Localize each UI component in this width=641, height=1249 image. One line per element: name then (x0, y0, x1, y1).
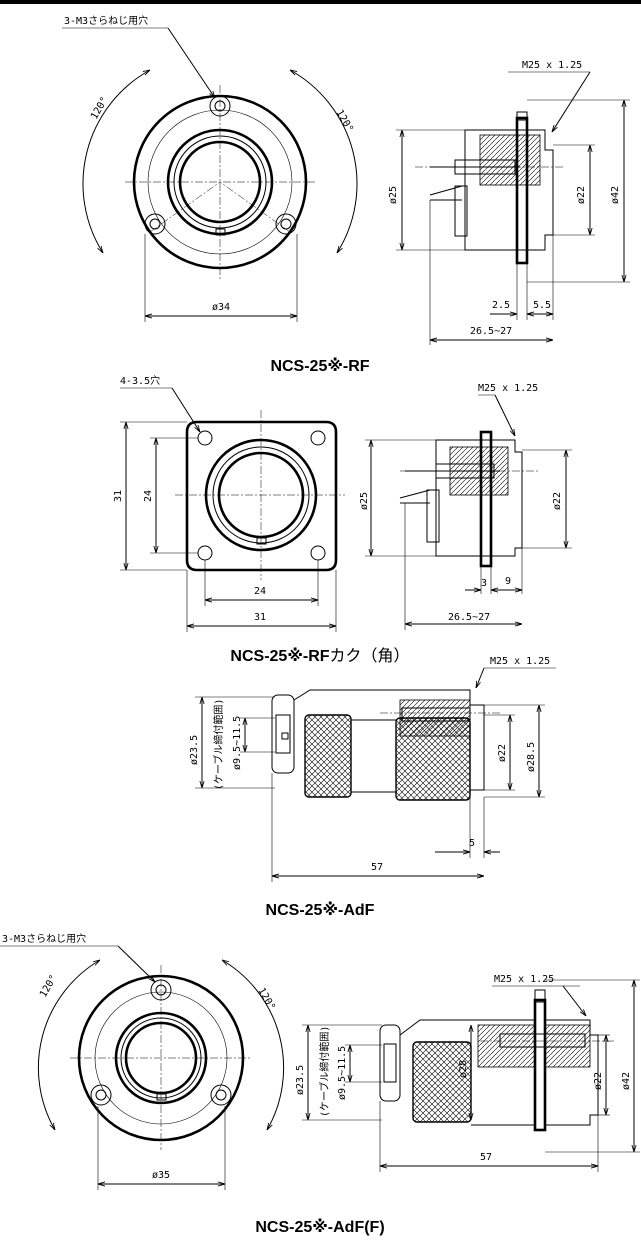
rfsq-outer-h: 31 (254, 612, 266, 623)
rfsq-pitch-h: 24 (254, 586, 266, 597)
diagram-rf-square: 4-3.5穴 31 24 24 31 (113, 374, 572, 665)
adff-screw-hole-right (210, 1084, 232, 1106)
adff-inner-dia: ø22 (593, 1072, 604, 1090)
rfsq-front-view: 4-3.5穴 31 24 24 31 (113, 374, 345, 632)
rfsq-flange-plate (479, 430, 493, 568)
rfsq-inner-dia: ø22 (552, 492, 563, 510)
rfsq-dim-b: 9 (505, 576, 511, 587)
adff-title: NCS-25※-AdF(F) (255, 1218, 384, 1236)
adff-angle-right: 120° (255, 986, 277, 1012)
rf-thread-label: M25 x 1.25 (522, 60, 582, 71)
rf-inner-dia: ø22 (576, 186, 587, 204)
rfsq-length: 26.5~27 (448, 612, 490, 623)
adff-cable-range: ø9.5~11.5 (337, 1046, 348, 1100)
adf-cable-range: ø9.5~11.5 (232, 716, 243, 770)
adff-body-dia: ø28 (458, 1060, 469, 1078)
adff-cable-range-note: (ケーブル締付範囲) (318, 1026, 331, 1117)
adf-inner-dia: ø22 (497, 744, 508, 762)
rfsq-flange-outline (185, 420, 338, 572)
rfsq-dim-a: 3 (481, 578, 487, 589)
rfsq-side-view: M25 x 1.25 ø25 ø22 3 9 26.5~27 (359, 383, 572, 630)
adf-cable-clamp (271, 694, 295, 774)
rfsq-pitch-v: 24 (143, 490, 154, 502)
rf-screw-hole-right (275, 213, 297, 235)
rf-dim-a: 2.5 (492, 300, 510, 311)
adff-hole-note: 3-M3さらねじ用穴 (2, 932, 86, 945)
top-rule (0, 0, 641, 4)
adf-section-hatch (399, 699, 471, 737)
rfsq-hole-tr (310, 430, 326, 446)
adff-flange-dia: ø35 (152, 1170, 170, 1181)
diagram-rf: 120° 120° 3-M3さらねじ用穴 ø34 (62, 14, 630, 375)
rf-dim-b: 5.5 (533, 300, 551, 311)
rfsq-hole-tl (197, 430, 213, 446)
adff-screw-hole-left (90, 1084, 112, 1106)
diagram-adf: M25 x 1.25 ø23.5 (ケーブル締付範囲) ø9.5~11.5 ø2… (189, 656, 556, 919)
rfsq-title: NCS-25※-RFカク（角） (230, 647, 409, 665)
adff-body (399, 1019, 599, 1126)
adff-length: 57 (480, 1152, 492, 1163)
rf-body-dia: ø25 (388, 186, 399, 204)
adf-knurled-nut-1 (304, 714, 352, 798)
adff-section-hatch-1 (477, 1024, 536, 1068)
diagram-adf-f: 120° 120° 3-M3さらねじ用穴 ø35 (0, 932, 640, 1236)
adff-side-view: M25 x 1.25 ø23.5 (ケーブル締付範囲) ø9.5~11.5 ø2… (295, 974, 640, 1172)
adf-clamp-dia: ø23.5 (189, 735, 200, 765)
rf-angle-right: 120° (333, 108, 355, 134)
rf-flange-plate (515, 116, 529, 265)
rfsq-hole-note: 4-3.5穴 (120, 374, 160, 387)
rf-side-view: M25 x 1.25 ø25 ø22 ø42 2.5 5.5 (388, 60, 630, 345)
adff-knurled-nut (412, 1041, 472, 1123)
adff-outer-dia: ø42 (621, 1072, 632, 1090)
rf-hole-note: 3-M3さらねじ用穴 (64, 14, 148, 27)
adff-cable-clamp (379, 1024, 401, 1102)
adff-section-hatch-2 (544, 1024, 591, 1068)
rf-screw-hole-left (144, 213, 166, 235)
adff-flange-plate (533, 998, 547, 1132)
rfsq-thread-label: M25 x 1.25 (478, 383, 538, 394)
rf-length: 26.5~27 (470, 326, 512, 337)
rfsq-hole-bl (197, 545, 213, 561)
rfsq-body-dia: ø25 (359, 492, 370, 510)
adff-thread-label: M25 x 1.25 (494, 974, 554, 985)
adf-thread-label: M25 x 1.25 (490, 656, 550, 667)
rf-outer-dia: ø42 (610, 186, 621, 204)
rf-title: NCS-25※-RF (270, 357, 369, 375)
adff-clamp-dia: ø23.5 (295, 1065, 306, 1095)
adf-cable-range-note: (ケーブル締付範囲) (212, 699, 225, 790)
adf-dim-a: 5 (469, 838, 475, 849)
adf-title: NCS-25※-AdF (266, 901, 375, 919)
rf-front-view: 120° 120° 3-M3さらねじ用穴 ø34 (62, 14, 358, 322)
rfsq-hole-br (310, 545, 326, 561)
rf-flange-dia: ø34 (212, 302, 230, 313)
adff-front-view: 120° 120° 3-M3さらねじ用穴 ø35 (0, 932, 285, 1190)
adff-angle-left: 120° (38, 973, 60, 999)
adf-length: 57 (371, 862, 383, 873)
adf-outer-dia: ø28.5 (526, 742, 537, 772)
rfsq-outer-v: 31 (113, 490, 124, 502)
